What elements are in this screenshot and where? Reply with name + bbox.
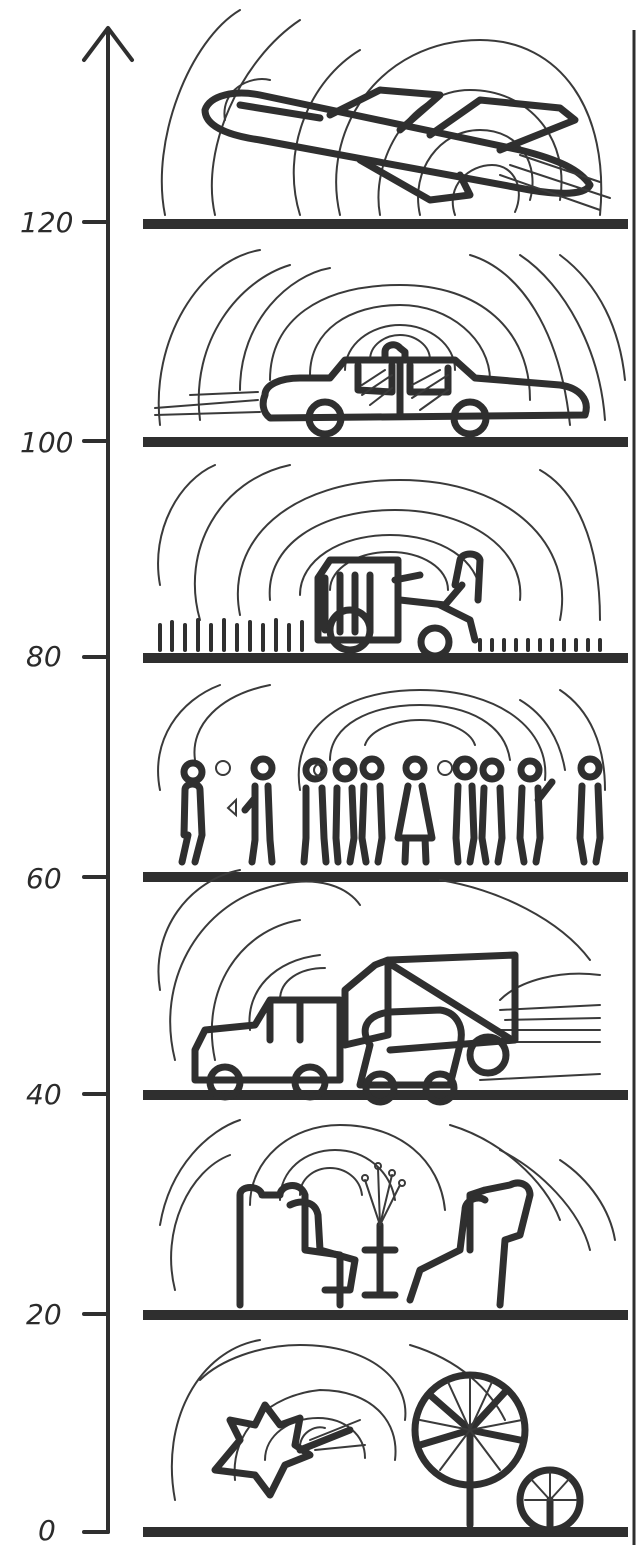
- vehicles: [195, 955, 515, 1102]
- tick-label-100: 100: [20, 426, 73, 459]
- ground-line-120: [143, 219, 628, 229]
- sound-waves: [158, 870, 600, 1080]
- tick-label-80: 80: [26, 640, 62, 673]
- tick-label-120: 120: [20, 206, 73, 239]
- tick-120: 120: [20, 206, 108, 239]
- tick-label-20: 20: [26, 1298, 62, 1331]
- sound-waves: [158, 465, 600, 620]
- tick-80: 80: [26, 640, 108, 673]
- road-traffic-icon: [158, 870, 600, 1102]
- ground-line-80: [143, 653, 628, 663]
- tick-label-40: 40: [26, 1078, 62, 1111]
- grass-blades: [160, 620, 600, 650]
- tick-20: 20: [26, 1298, 108, 1331]
- jet-airplane-icon: [162, 10, 610, 215]
- tick-label-0: 0: [38, 1514, 56, 1545]
- ground-line-20: [143, 1310, 628, 1320]
- people-figures: [182, 759, 600, 862]
- tick-0: 0: [38, 1514, 108, 1545]
- vertical-axis: [84, 28, 132, 1532]
- riding-lawn-mower-icon: [158, 465, 600, 656]
- sound-waves: [162, 10, 601, 215]
- conversation-in-armchairs-icon: [160, 1120, 615, 1305]
- sound-waves: [160, 1120, 615, 1290]
- ground-line-100: [143, 437, 628, 447]
- sound-waves: [159, 250, 625, 425]
- tick-60: 60: [26, 862, 108, 895]
- axis-ticks: 120 100 80 60 40 20 0: [20, 206, 108, 1545]
- trees: [415, 1375, 580, 1530]
- rustling-leaves-and-trees-icon: [172, 1340, 580, 1530]
- police-car-siren-icon: [155, 250, 625, 434]
- tick-label-60: 60: [26, 862, 62, 895]
- speed-lines: [155, 392, 260, 415]
- mower-body: [318, 554, 480, 656]
- crowd-of-people-icon: [158, 685, 605, 862]
- tick-100: 100: [20, 426, 108, 459]
- ground-line-60: [143, 872, 628, 882]
- tick-40: 40: [26, 1078, 108, 1111]
